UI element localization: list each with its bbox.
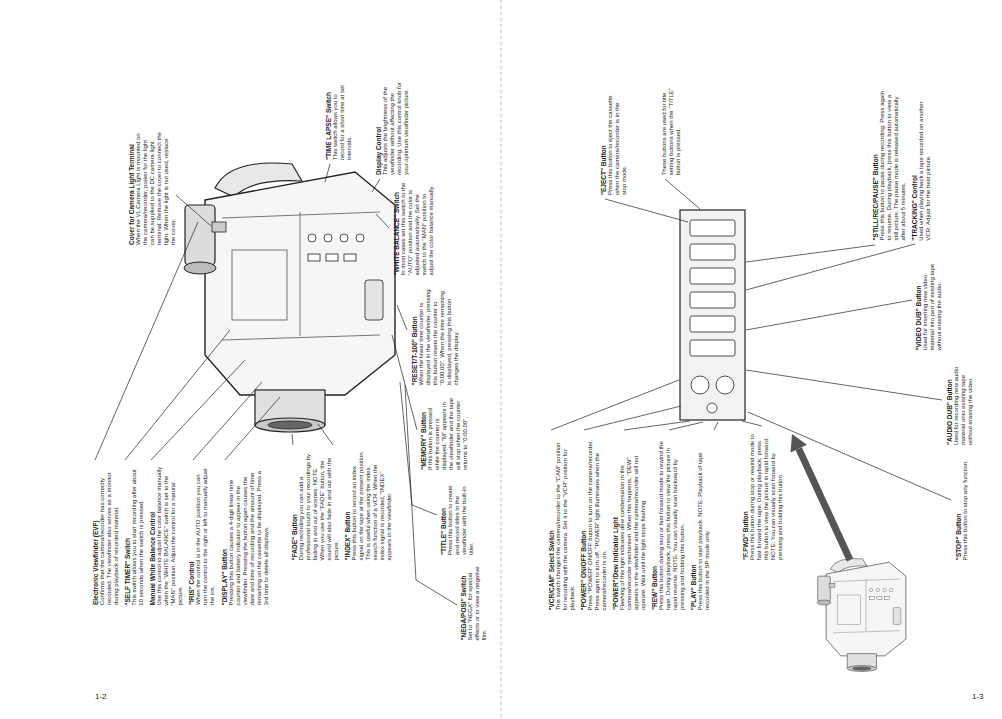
- callout-heading: "NEGA/POSI" Switch: [460, 565, 467, 640]
- callout-heading: Manual White Balance Control: [149, 465, 156, 605]
- callout-text: Used for inserting new video material in…: [922, 255, 943, 350]
- callout-block: "AUDIO DUB" ButtonUsed for recording new…: [946, 355, 974, 445]
- callout-heading: Electronic Viewfinder (EVF): [92, 465, 99, 605]
- callout-heading: "PLAY" Button: [690, 435, 697, 610]
- callout-block: "TITLE" ButtonPress this button to creat…: [440, 480, 475, 555]
- callout-text: Pressing this button causes a 4-digit li…: [228, 465, 269, 605]
- callout-text: This adjusts the brightness of the viewf…: [382, 80, 410, 175]
- callout-heading: "IRIS" Control: [188, 465, 195, 605]
- callout-block: "STOP" ButtonPress this button to stop a…: [955, 450, 969, 560]
- callout-block: "REW" ButtonPress this button during sto…: [651, 435, 686, 610]
- callout-heading: "STILL/REC/PAUSE" Button: [872, 90, 879, 240]
- callout-heading: "TITLE" Button: [440, 480, 447, 555]
- callout-text: Press this button during stop or fast fo…: [658, 435, 686, 610]
- callout-block: "FADE" ButtonDuring recording you can ad…: [290, 450, 339, 560]
- callout-heading: "MEMORY" Button: [420, 395, 427, 470]
- callout-text: Press this button to eject the cassette …: [607, 95, 628, 195]
- callout-heading: "POWER" ON/OFF Button: [580, 435, 587, 610]
- callout-text: This switch allows you to start recordin…: [131, 465, 145, 605]
- callout-heading: "REW" Button: [651, 435, 658, 610]
- callout-block: "SELF TIMER" SwitchThis switch allows yo…: [124, 465, 145, 605]
- callout-block: "MEMORY" ButtonIf this button is pressed…: [420, 395, 469, 470]
- callout-block: "PLAY" ButtonPress this button to start …: [690, 435, 711, 610]
- callout-heading: "TIME LAPSE" Switch: [325, 80, 332, 160]
- callout-text: Press this button to start playback. NOT…: [697, 435, 711, 610]
- callout-block: "RESET/T-100" ButtonWhen the linear time…: [410, 285, 459, 385]
- callout-text: In most cases set this switch to the "AU…: [400, 180, 434, 275]
- callout-heading: "EJECT" Button: [600, 95, 607, 195]
- callout-text: Press "POWER" ON/OFF button to turn on t…: [587, 435, 608, 610]
- callout-block: "NEGA/POSI" SwitchSet to "NEGA" for spec…: [460, 565, 488, 640]
- callout-heading: "DISPLAY" Button: [220, 465, 227, 605]
- callout-text: These buttons are used for title setting…: [660, 85, 681, 175]
- callout-heading: "RESET/T-100" Button: [410, 285, 417, 385]
- callout-block: "TIME LAPSE" SwitchThis switch allows yo…: [325, 80, 353, 160]
- callout-block: "POWER"/Dew Indicator LightFlashing of t…: [612, 435, 647, 610]
- callout-text: Press this button to create and record t…: [447, 480, 475, 555]
- callout-text: Press this button to pause during record…: [879, 90, 907, 240]
- callout-block: "INDEX" ButtonPress this button to recor…: [343, 450, 392, 560]
- callout-text: When the control is in the AUTO position…: [195, 465, 216, 605]
- callout-block: "POWER" ON/OFF ButtonPress "POWER" ON/OF…: [580, 435, 608, 610]
- callout-block: "DISPLAY" ButtonPressing this button cau…: [220, 465, 269, 605]
- callout-text: Confirms that the camera/recorder has co…: [99, 465, 120, 605]
- callout-text: If this button is pressed while the coun…: [428, 395, 469, 470]
- callout-heading: "TRACKING" Control: [911, 90, 918, 240]
- callout-heading: Display Control: [375, 80, 382, 175]
- callout-heading: "VCR/CAM" Select Switch: [548, 435, 555, 610]
- callout-heading: Cover for Camera Light Terminal: [128, 130, 135, 245]
- callout-block: "IRIS" ControlWhen the control is in the…: [188, 465, 216, 605]
- callout-block: Manual White Balance ControlUse this con…: [149, 465, 184, 605]
- callout-heading: "INDEX" Button: [343, 450, 350, 560]
- page-number: 1-3: [972, 692, 984, 701]
- callout-text: Use this control to adjust the color bal…: [156, 465, 184, 605]
- callout-text: When the linear time counter is displaye…: [418, 285, 459, 385]
- callout-block: "TRACKING" ControlUsed when playing back…: [911, 90, 932, 240]
- callout-text: During recording you can add a professio…: [298, 450, 339, 560]
- callout-text: Press this button during stop or rewind …: [750, 430, 784, 560]
- callout-heading: "VIDEO DUB" Button: [915, 255, 922, 350]
- callout-block: Electronic Viewfinder (EVF)Confirms that…: [92, 465, 120, 605]
- callout-block: Display ControlThis adjusts the brightne…: [375, 80, 410, 175]
- callout-text: Press this button to stop any function.: [962, 450, 969, 560]
- callout-block: "WHITE BALANCE" SwitchIn most cases set …: [392, 180, 434, 275]
- callout-block: "STILL/REC/PAUSE" ButtonPress this butto…: [872, 90, 907, 240]
- callout-block: "F.FWD" ButtonPress this button during s…: [742, 430, 784, 560]
- callout-heading: "AUDIO DUB" Button: [946, 355, 953, 445]
- callout-text: Press this button to record an index sig…: [351, 450, 392, 560]
- callout-text: When the VL Camera Light is mounted on t…: [136, 130, 177, 245]
- callout-text: Used when playing back a tape recorded o…: [918, 90, 932, 240]
- callout-block: "VCR/CAM" Select SwitchThis switch chang…: [548, 435, 576, 610]
- callout-text: Used for recording new audio material on…: [953, 355, 974, 445]
- callout-block: Cover for Camera Light TerminalWhen the …: [128, 130, 177, 245]
- callout-heading: "F.FWD" Button: [742, 430, 749, 560]
- callout-heading: "SELF TIMER" Switch: [124, 465, 131, 605]
- callout-text: This switch allows you to record for a s…: [332, 80, 353, 160]
- page-number: 1-2: [95, 692, 107, 701]
- callout-heading: "POWER"/Dew Indicator Light: [612, 435, 619, 610]
- callout-heading: "FADE" Button: [290, 450, 297, 560]
- callout-text: This switch changes the camera/recorder …: [555, 435, 576, 610]
- callout-text: Flashing of this light indicates dew con…: [619, 435, 647, 610]
- callout-block: These buttons are used for title setting…: [660, 85, 681, 175]
- callout-block: "VIDEO DUB" ButtonUsed for inserting new…: [915, 255, 943, 350]
- callout-text: Set to "NEGA" for special effects or to …: [467, 565, 488, 640]
- callout-heading: "STOP" Button: [955, 450, 962, 560]
- callout-heading: "WHITE BALANCE" Switch: [392, 180, 399, 275]
- callout-block: "EJECT" ButtonPress this button to eject…: [600, 95, 628, 195]
